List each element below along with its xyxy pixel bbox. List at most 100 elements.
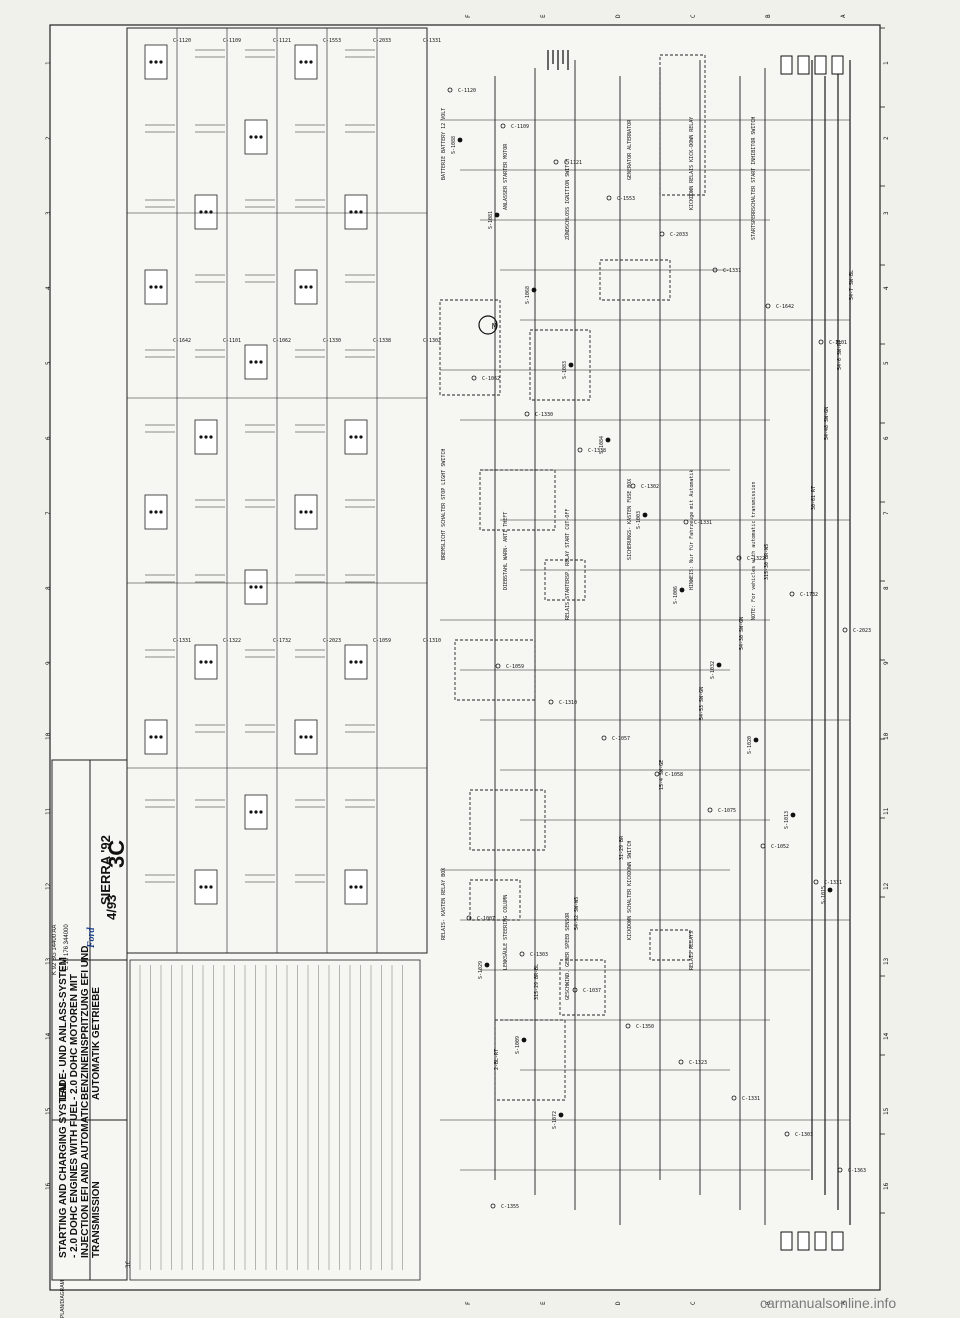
wire-code: 31S-30 BR-WS	[764, 544, 770, 580]
connector-view-label: C-1121	[273, 38, 291, 44]
connector-label: C-1037	[583, 988, 601, 994]
title-german-line: BENZINEINSPRITZUNG EFI UND	[80, 945, 91, 1100]
splice-label: S-1013	[784, 811, 790, 829]
connector-view-pin	[199, 885, 203, 889]
connector-label: C-1058	[665, 772, 683, 778]
connector-view-label: C-1732	[273, 638, 291, 644]
plan-label: PLAN/DIAGRAM	[60, 1280, 66, 1318]
grid-column-number: 13	[883, 957, 890, 965]
splice-dot	[790, 812, 796, 818]
connector-view-pin	[204, 885, 208, 889]
grid-row-letter: A	[840, 1301, 847, 1305]
connector-view-pin	[254, 585, 258, 589]
connector-pin	[678, 1059, 684, 1065]
component-box	[649, 929, 691, 961]
starter-motor-symbol	[478, 315, 498, 335]
connector-view-pin	[354, 660, 358, 664]
connector-view-pin	[254, 360, 258, 364]
title-english-line: INJECTION EFI AND AUTOMATIC	[80, 1100, 91, 1258]
connector-pin	[683, 519, 689, 525]
connector-pin	[519, 951, 525, 957]
connector-pin	[447, 87, 453, 93]
connector-view-pin	[349, 885, 353, 889]
component-box	[494, 1019, 566, 1101]
connector-pin	[736, 555, 742, 561]
wire-code: 54-6 SW-RT	[837, 340, 843, 370]
title-german-line: - 2.0 DOHC MOTOREN MIT	[69, 974, 80, 1100]
grid-column-number: 6	[883, 436, 890, 440]
connector-label: C-2033	[670, 232, 688, 238]
grid-row-letter: E	[540, 1301, 547, 1305]
component-description-relay-box: RELAIS- KASTEN RELAY BOX	[441, 868, 447, 940]
wire-code: 30-61 RT	[811, 486, 817, 510]
grid-column-number: 7	[45, 511, 52, 515]
terminal-connector	[831, 1231, 844, 1251]
connector-label: C-1057	[612, 736, 630, 742]
grid-column-number: 14	[883, 1032, 890, 1040]
component-box	[599, 259, 671, 301]
grid-column-number: 4	[45, 286, 52, 290]
component-description-ignition: ZÜNDSCHLOSS IGNITION SWITCH	[564, 159, 571, 240]
connector-view-pin	[154, 510, 158, 514]
connector-pin	[784, 1131, 790, 1137]
connector-label: C-1553	[617, 196, 635, 202]
connector-pin	[548, 699, 554, 705]
connector-pin	[606, 195, 612, 201]
wire-code: 54-53 SW-GN	[699, 687, 705, 720]
connector-label: C-1310	[559, 700, 577, 706]
grid-column-number: 3	[45, 211, 52, 215]
connector-view-pin	[204, 660, 208, 664]
location-code-table	[129, 959, 421, 1281]
connector-view-pin	[149, 510, 153, 514]
connector-view-label: C-1331	[423, 38, 441, 44]
component-box	[479, 469, 556, 531]
grid-column-number: 1	[45, 61, 52, 65]
connector-view-pin	[254, 810, 258, 814]
connector-view-pin	[299, 60, 303, 64]
splice-dot	[484, 962, 490, 968]
grid-row-letter: B	[765, 1301, 772, 1305]
connector-view-label: C-1330	[323, 338, 341, 344]
connector-view-pin	[354, 435, 358, 439]
component-description-speed-sensor: GESCHWIND. GEBER SPEED SENSOR	[565, 912, 571, 1000]
connector-view-label: C-1553	[323, 38, 341, 44]
connector-view-pin	[309, 60, 313, 64]
connector-label: C-1355	[501, 1204, 519, 1210]
grid-column-number: 14	[45, 1032, 52, 1040]
component-description-start-inhibitor: STARTSPERRSCHALTER START INHIBITOR SWITC…	[751, 117, 757, 240]
connector-pin	[601, 735, 607, 741]
grid-column-number: 16	[883, 1182, 890, 1190]
splice-dot	[558, 1112, 564, 1118]
connector-pin	[572, 987, 578, 993]
splice-dot	[642, 512, 648, 518]
component-description-note-en: NOTE: For vehicles with automatic transm…	[751, 482, 757, 620]
connector-view-label: C-1059	[373, 638, 391, 644]
splice-label: S-1020	[747, 736, 753, 754]
terminal-connector	[780, 1231, 793, 1251]
connector-view-pin	[199, 660, 203, 664]
title-german-line: LADE- UND ANLASS-SYSTEM	[58, 957, 69, 1100]
component-description-alternator: GENERATOR ALTERNATOR	[627, 119, 633, 180]
connector-pin	[813, 879, 819, 885]
page-border	[49, 24, 881, 1291]
connector-label: C-1732	[800, 592, 818, 598]
terminal-connector	[814, 55, 827, 75]
grid-row-letter: D	[615, 1301, 622, 1305]
connector-view-pin	[304, 735, 308, 739]
connector-label: C-1338	[588, 448, 606, 454]
connector-label: C-1331	[694, 520, 712, 526]
grid-column-number: 15	[45, 1107, 52, 1115]
connector-pin	[495, 663, 501, 669]
grid-column-number: 5	[883, 361, 890, 365]
connector-pin	[789, 591, 795, 597]
wire-code: 31S-29 BR-BL	[534, 964, 540, 1000]
splice-label: S-1015	[821, 886, 827, 904]
splice-dot	[521, 1037, 527, 1043]
component-description-note-de: HINWEIS: Nur für Fahrzeuge mit Automatik	[689, 470, 695, 590]
splice-dot	[753, 737, 759, 743]
connector-label: C-1350	[636, 1024, 654, 1030]
grid-row-letter: B	[765, 14, 772, 18]
connector-view-pin	[154, 285, 158, 289]
